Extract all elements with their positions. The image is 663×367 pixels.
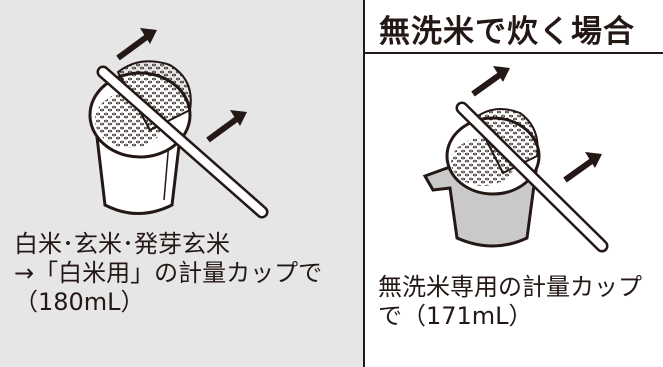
caption-line: （180mL） xyxy=(14,288,145,316)
section-title: 無洗米で炊く場合 xyxy=(379,14,635,50)
white-rice-panel: 白米･玄米･発芽玄米 →「白米用」の計量カップで （180mL） xyxy=(0,0,363,367)
caption-line: で（171mL） xyxy=(378,302,533,330)
caption-line: 白米･玄米･発芽玄米 xyxy=(14,230,230,258)
musenmai-caption: 無洗米専用の計量カップ で（171mL） xyxy=(378,273,642,331)
musenmai-panel: 無洗米で炊く場合 無洗米専用の計量カップ で（171mL） xyxy=(365,0,663,367)
musenmai-measuring-cup-icon xyxy=(422,66,609,253)
caption-line: →「白米用」の計量カップで xyxy=(14,259,323,287)
caption-line: 無洗米専用の計量カップ xyxy=(378,273,642,301)
section-header: 無洗米で炊く場合 xyxy=(365,0,663,54)
panel-divider xyxy=(363,0,365,367)
white-rice-measuring-cup-icon xyxy=(88,28,269,219)
white-rice-caption: 白米･玄米･発芽玄米 →「白米用」の計量カップで （180mL） xyxy=(14,230,322,317)
